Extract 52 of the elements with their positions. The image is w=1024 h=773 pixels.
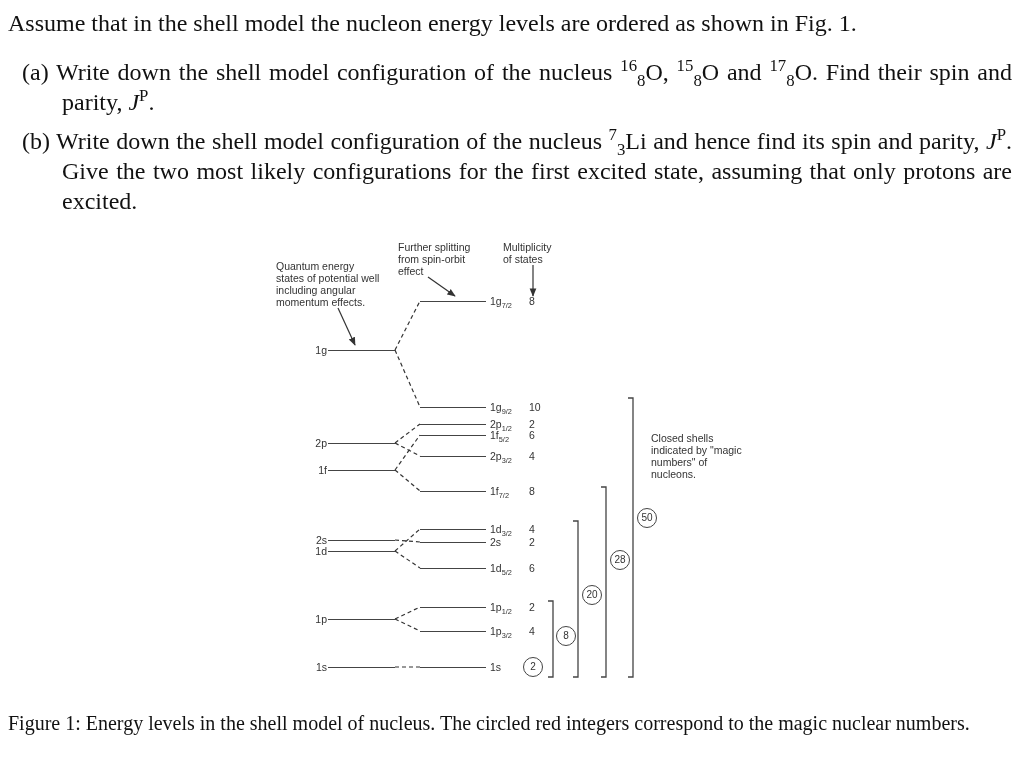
arrow — [337, 307, 356, 346]
figure-caption: Figure 1: Energy levels in the shell model of nucleus. The circled red integers correspond to the magic nuclear numbers. — [8, 711, 971, 737]
annotation-text: Multiplicity of states — [503, 241, 563, 265]
multiplicity-value: 4 — [529, 626, 535, 636]
multiplicity-value: 8 — [529, 296, 535, 306]
level-label: 2s — [315, 535, 327, 545]
annotation-note: Closed shells indicated by "magic numbers" of nucleons. — [651, 432, 743, 480]
level-label: 1d — [315, 546, 327, 556]
level-label: 1f — [318, 465, 327, 475]
level-label: 1g$_{7/2}$ — [490, 296, 512, 307]
annotation-text: Further splitting from spin-orbit effect — [398, 241, 488, 277]
level-label: 1p$_{3/2}$ — [490, 626, 512, 637]
annotation-text: Quantum energy states of potential well including angular momentum effects. — [276, 260, 382, 308]
level-label: 2p — [315, 438, 327, 448]
arrow — [529, 264, 537, 297]
dashed-line — [394, 300, 421, 351]
level-label: 1d$_{5/2}$ — [490, 563, 512, 574]
dashed-line — [394, 539, 421, 543]
dashed-line — [394, 618, 421, 632]
dashed-line — [394, 550, 421, 569]
multiplicity-value: 8 — [529, 486, 535, 496]
level-label: 1p$_{1/2}$ — [490, 602, 512, 613]
level-label: 1f$_{7/2}$ — [490, 486, 509, 497]
question-part: (b) Write down the shell model configuration of the nucleus $^{7}$$_{3}$Li and hence find its spin and parity, J$^{P}$. Give the two most likely configurations for the first excited state, assuming that only protons are excited. — [22, 126, 1012, 216]
level-label: 1f$_{5/2}$ — [490, 430, 509, 441]
level-label: 1g — [315, 345, 327, 355]
multiplicity-value: 2 — [529, 419, 535, 429]
level-label: 1s — [315, 662, 327, 672]
level-label: 1s — [490, 662, 502, 672]
multiplicity-value: 4 — [529, 524, 535, 534]
multiplicity-value: 2 — [529, 602, 535, 612]
level-label: 2p$_{1/2}$ — [490, 419, 512, 430]
question-text: Assume that in the shell model the nucleon energy levels are ordered as shown in Fig. 1. — [8, 9, 858, 38]
level-label: 1g$_{9/2}$ — [490, 402, 512, 413]
dashed-line — [394, 528, 421, 552]
level-label: 1p — [315, 614, 327, 624]
dashed-line — [394, 606, 421, 620]
dashed-line — [394, 469, 421, 492]
question-part: (a) Write down the shell model configuration of the nucleus $^{16}$$_{8}$O, $^{15}$$_{8}$O and $^{17}$$_{8}$O. Find their spin and parity, J$^{P}$. — [22, 57, 1012, 117]
dashed-line — [394, 423, 421, 444]
multiplicity-value: 2 — [529, 537, 535, 547]
level-label: 2s — [490, 537, 502, 547]
multiplicity-value: 10 — [529, 402, 541, 412]
multiplicity-value: 6 — [529, 430, 535, 440]
arrow — [427, 276, 456, 297]
dashed-line — [394, 434, 421, 471]
multiplicity-value: 6 — [529, 563, 535, 573]
level-label: 2p$_{3/2}$ — [490, 451, 512, 462]
multiplicity-value: 4 — [529, 451, 535, 461]
dashed-line — [394, 666, 421, 668]
level-label: 1d$_{3/2}$ — [490, 524, 512, 535]
dashed-line — [394, 349, 421, 408]
